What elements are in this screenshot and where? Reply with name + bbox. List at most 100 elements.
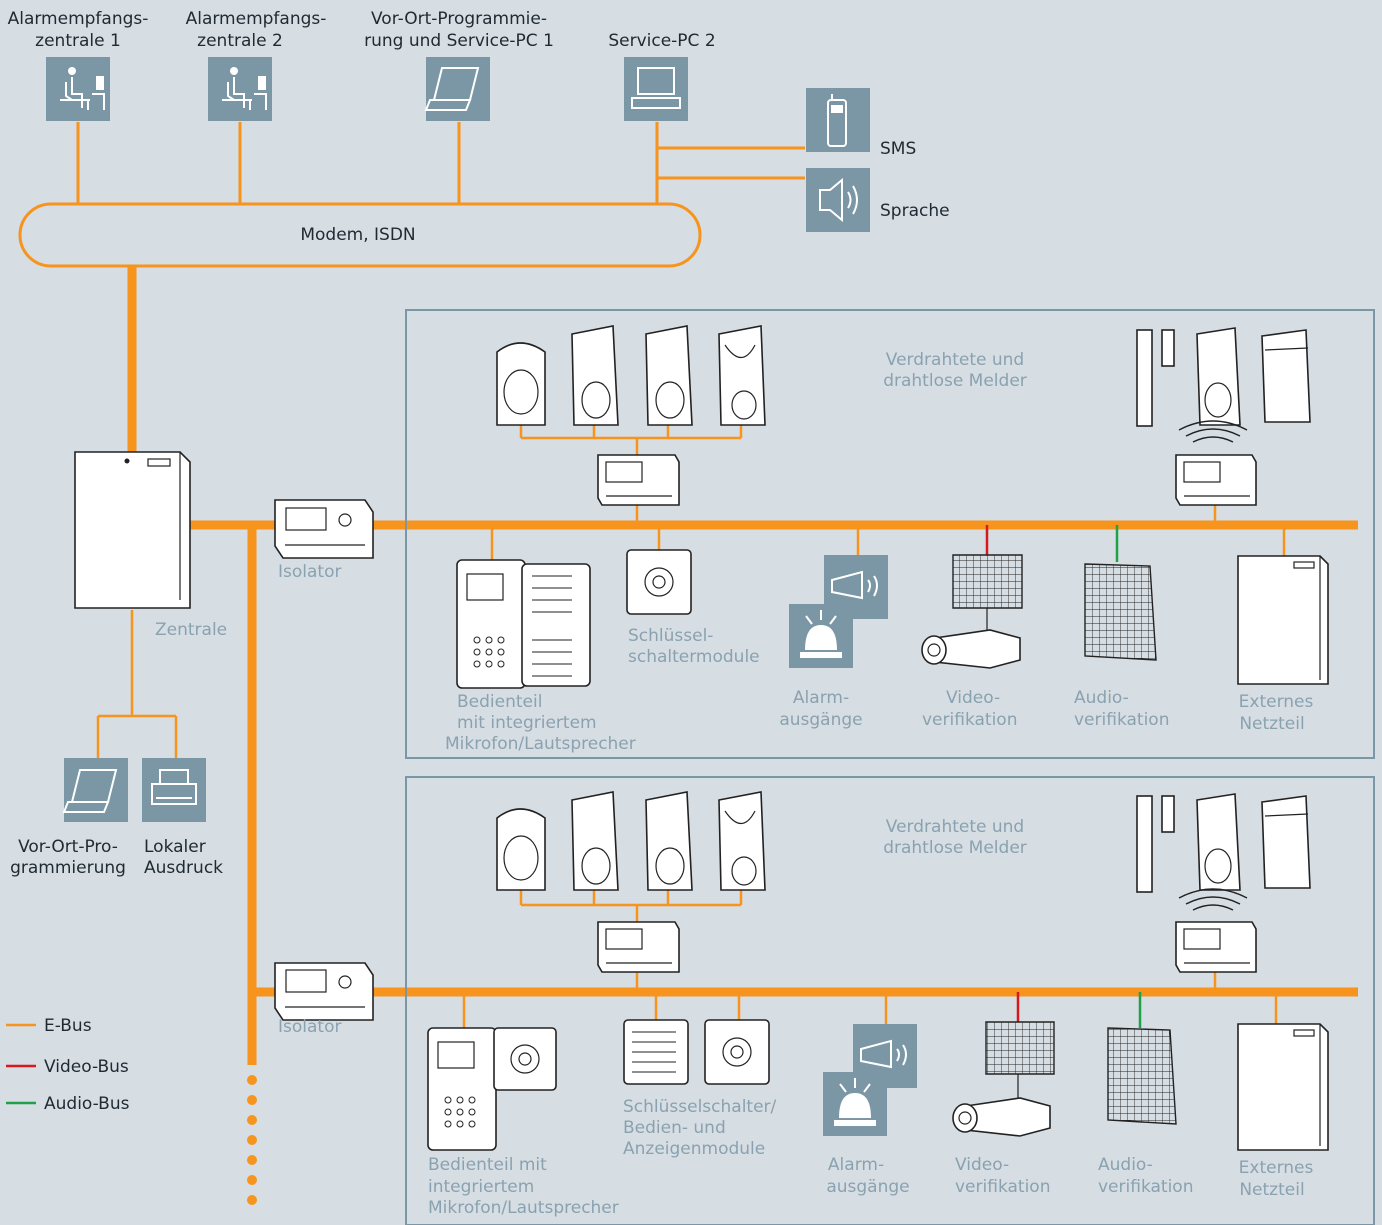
pc2-label: Service-PC 2 [608,31,715,51]
isolator-board-icon [274,962,374,1021]
g1-psu-1: Externes [1239,692,1314,712]
g1-video-1: Video- [946,688,1000,708]
g1-keypad-1: Bedienteil [457,692,542,712]
local-print-label-2: Ausdruck [144,858,223,878]
center1-label-1: Alarmempfangs- [8,9,149,29]
continuation-dots [247,1075,257,1205]
control-panel-icon [74,451,191,609]
power-supply-icon [1261,329,1311,423]
isolator-board-icon [274,499,374,559]
g2-detectors-2: drahtlose Melder [883,838,1027,858]
power-supply-icon [1237,555,1329,685]
g2-psu-1: Externes [1239,1158,1314,1178]
motion-detector-icon [645,791,693,891]
panel-label: Zentrale [155,620,227,640]
keypad-icon [427,1027,497,1151]
g1-keyswitch-1: Schlüssel- [628,626,713,646]
video-module-icon [952,554,1023,609]
key-switch-icon [626,549,692,615]
local-prog-label-2: grammierung [10,858,126,878]
laptop-icon [62,758,128,822]
g1-keyswitch-2: schaltermodule [628,647,760,667]
g1-alarm-1: Alarm- [793,688,849,708]
magnetic-contact-icon [1136,795,1175,893]
g1-audio-2: verifikation [1074,710,1169,730]
g1-alarm-2: ausgänge [779,710,862,730]
modem-isdn-network [18,202,702,268]
audio-module-icon [1084,563,1157,661]
g2-detectors-1: Verdrahtete und [886,817,1024,837]
g1-video-2: verifikation [922,710,1017,730]
g2-keypad-2: integriertem [428,1177,534,1197]
sms-label: SMS [880,139,916,159]
g2-audio-1: Audio- [1098,1155,1153,1175]
power-supply-icon [1261,795,1311,889]
g2-video-1: Video- [955,1155,1009,1175]
network-label: Modem, ISDN [300,225,415,245]
g1-detectors-2: drahtlose Melder [883,371,1027,391]
g2-audio-2: verifikation [1098,1177,1193,1197]
g1-detectors-1: Verdrahtete und [886,350,1024,370]
magnetic-contact-icon [1136,329,1175,427]
local-prog-label-1: Vor-Ort-Pro- [18,837,118,857]
group-box-2 [405,776,1375,1225]
computer-icon [624,57,688,121]
g2-psu-2: Netzteil [1239,1180,1304,1200]
legend-video: Video-Bus [44,1057,129,1077]
camera-icon [921,608,1021,669]
g2-video-2: verifikation [955,1177,1050,1197]
transponder-icon [1175,921,1257,973]
g2-alarm-1: Alarm- [828,1155,884,1175]
motion-detector-icon [1196,793,1241,891]
wireless-icon [1178,888,1248,911]
group-box-1 [405,309,1375,759]
g2-keypad-3: Mikrofon/Lautsprecher [428,1198,619,1218]
printer-icon [142,758,206,822]
operator-icon [208,57,272,121]
center1-label-2: zentrale 1 [35,31,121,51]
g2-keyswitch-2: Bedien- und [623,1118,726,1138]
center2-label-1: Alarmempfangs- [186,9,327,29]
beacon-icon [789,604,853,668]
e-bus-lines [76,122,1358,1065]
motion-detector-icon [496,808,546,891]
key-switch-icon [704,1019,770,1085]
wireless-icon [1178,420,1248,443]
motion-detector-icon [718,791,766,891]
g1-audio-1: Audio- [1074,688,1129,708]
key-switch-icon [493,1027,557,1091]
video-bus-lines [985,525,1020,1022]
g1-psu-2: Netzteil [1239,714,1304,734]
legend: E-Bus Video-Bus Audio-Bus [6,1016,130,1114]
pc1-label-2: rung und Service-PC 1 [364,31,554,51]
motion-detector-icon [571,791,619,891]
legend-ebus: E-Bus [44,1016,92,1036]
speaker-icon [806,168,870,232]
isolator-label-2: Isolator [278,1017,341,1037]
transponder-icon [597,921,680,973]
indicator-module-icon [623,1019,689,1085]
audio-module-icon [1107,1027,1177,1125]
g2-keypad-1: Bedienteil mit [428,1155,547,1175]
power-supply-icon [1237,1023,1329,1151]
keypad-icon [456,559,591,689]
legend-audio: Audio-Bus [44,1094,130,1114]
transponder-icon [597,454,680,506]
local-print-label-1: Lokaler [144,837,206,857]
motion-detector-icon [571,325,619,426]
operator-icon [46,57,110,121]
pc1-label-1: Vor-Ort-Programmie- [371,9,547,29]
motion-detector-icon [1196,327,1241,426]
g2-keyswitch-1: Schlüsselschalter/ [623,1097,777,1117]
g2-alarm-2: ausgänge [826,1177,909,1197]
mobile-phone-icon [806,88,870,152]
motion-detector-icon [718,325,766,426]
g2-keyswitch-3: Anzeigenmodule [623,1139,765,1159]
center2-label-2: zentrale 2 [197,31,283,51]
transponder-icon [1175,454,1257,506]
motion-detector-icon [645,325,693,426]
camera-icon [952,1074,1051,1137]
g1-keypad-3: Mikrofon/Lautsprecher [445,734,636,754]
audio-bus-lines [1115,525,1142,1028]
